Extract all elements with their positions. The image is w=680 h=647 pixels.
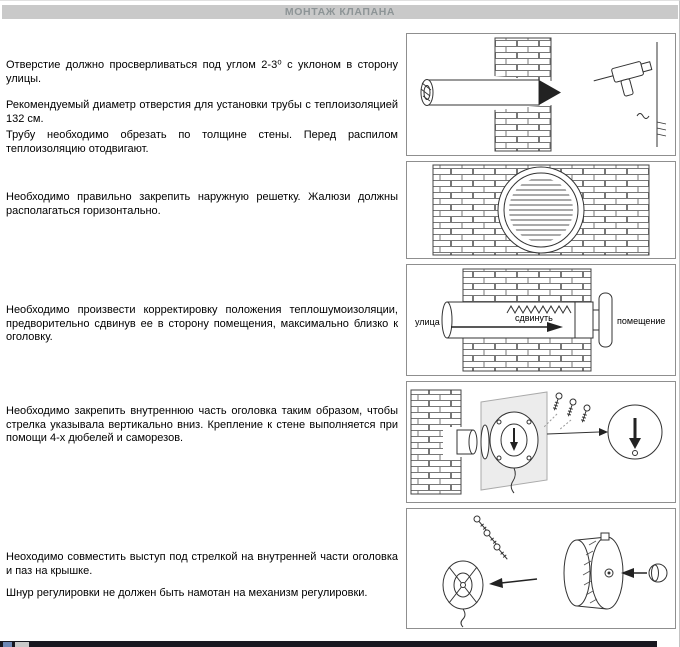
knob-face bbox=[651, 564, 659, 582]
assembly-arrow bbox=[500, 578, 538, 584]
bottom-chip bbox=[15, 642, 29, 647]
cord bbox=[510, 467, 516, 494]
instruction-text-2: Необходимо правильно закрепить наружную … bbox=[6, 191, 398, 218]
cap-cylinder bbox=[563, 532, 624, 610]
instruction-paragraph: Рекомендуемый диаметр отверстия для уста… bbox=[6, 99, 398, 125]
head-mounting-illustration bbox=[410, 389, 663, 495]
screw-leaders bbox=[542, 413, 572, 431]
pipe bbox=[420, 79, 561, 106]
dust-squiggle bbox=[636, 113, 650, 119]
detail-knob bbox=[632, 450, 638, 456]
instruction-text-4: Необходимо закрепить внутреннюю часть ог… bbox=[6, 405, 398, 446]
bottom-chip bbox=[3, 642, 12, 647]
instruction-paragraph: Трубу необходимо обрезать по толщине сте… bbox=[6, 129, 398, 155]
brick-wall-bottom bbox=[462, 337, 592, 372]
assembly-arrowhead bbox=[489, 578, 503, 588]
grille-illustration bbox=[432, 164, 650, 256]
cap-assembly-illustration bbox=[442, 515, 668, 628]
instruction-paragraph: Необходимо произвести корректировку поло… bbox=[6, 304, 398, 343]
grille-rim-inner bbox=[503, 172, 579, 248]
adjustment-cord bbox=[460, 608, 466, 628]
detail-pointer-head bbox=[599, 428, 608, 436]
label-room: помещение bbox=[617, 316, 665, 326]
section-header: МОНТАЖ КЛАПАНА bbox=[2, 5, 678, 19]
detail-down-arrowhead bbox=[629, 438, 641, 449]
bottom-strip bbox=[0, 641, 657, 647]
instruction-paragraph: Неоходимо совместить выступ под стрелкой… bbox=[6, 551, 398, 577]
screws bbox=[552, 392, 591, 423]
illustration-panel-head-mounting bbox=[406, 381, 676, 503]
down-arrowhead bbox=[510, 442, 518, 451]
instruction-text-5: Неоходимо совместить выступ под стрелкой… bbox=[6, 551, 398, 601]
drill-hole-illustration bbox=[420, 37, 667, 152]
cap-groove bbox=[600, 532, 610, 541]
instruction-paragraph: Шнур регулировки не должен быть намотан … bbox=[6, 587, 368, 599]
shift-arrowhead bbox=[547, 322, 563, 332]
page-title: МОНТАЖ КЛАПАНА bbox=[284, 6, 396, 18]
detail-pointer bbox=[546, 431, 600, 435]
illustration-panel-cap bbox=[406, 508, 676, 629]
insulation-illustration: улица сдвинуть помещение bbox=[415, 268, 665, 372]
drill-icon bbox=[593, 61, 653, 97]
pipe-end bbox=[441, 301, 453, 339]
instruction-paragraph: Необходимо правильно закрепить наружную … bbox=[6, 191, 398, 217]
instruction-text-1: Отверстие должно просверливаться под угл… bbox=[6, 59, 398, 156]
instruction-paragraph: Необходимо закрепить внутреннюю часть ог… bbox=[6, 405, 398, 444]
rim-hatching bbox=[582, 540, 598, 604]
hatch-marks bbox=[656, 121, 667, 137]
label-shift: сдвинуть bbox=[515, 313, 553, 323]
insulation-zigzag bbox=[506, 304, 572, 315]
head-cap bbox=[598, 292, 613, 348]
head-assembly bbox=[456, 391, 548, 491]
instruction-text-3: Необходимо произвести корректировку поло… bbox=[6, 304, 398, 345]
knob-arrowhead bbox=[621, 568, 634, 578]
grille-louvers bbox=[509, 179, 573, 241]
brick-wall-top bbox=[462, 268, 592, 303]
instruction-paragraph: Отверстие должно просверливаться под угл… bbox=[6, 59, 398, 85]
direction-arrow bbox=[539, 80, 561, 105]
illustration-panel-insulation: улица сдвинуть помещение bbox=[406, 264, 676, 376]
illustration-panel-drilling bbox=[406, 33, 676, 156]
illustration-panel-grille bbox=[406, 161, 676, 259]
screws bbox=[473, 515, 508, 560]
inner-flange bbox=[442, 560, 484, 610]
label-street: улица bbox=[415, 317, 440, 327]
